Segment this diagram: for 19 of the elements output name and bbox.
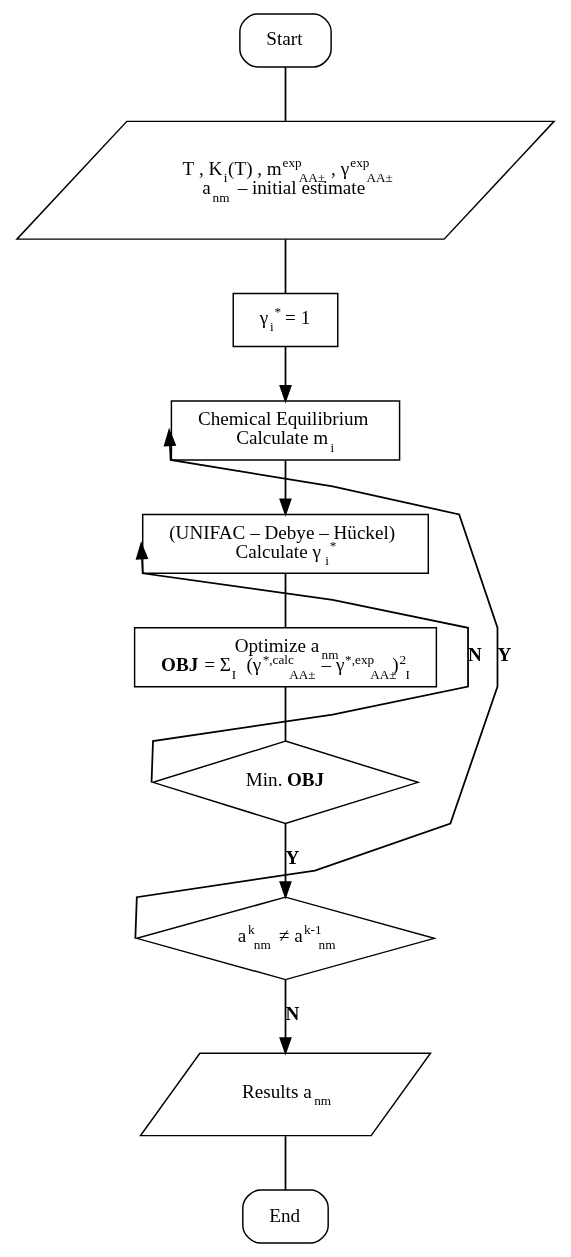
connector — [284, 1135, 287, 1191]
connector — [284, 686, 287, 742]
edge-label: Y — [497, 643, 512, 665]
node-box: End — [242, 1189, 329, 1244]
arrow — [279, 459, 292, 517]
node-box: Chemical Equilibrium Calculate m$_{i}$ — [170, 400, 401, 461]
node-box: Start — [239, 13, 332, 68]
node-box: γ$_{i}$$^{*}$ = 1 — [232, 292, 339, 348]
node-diamond: Min. OBJ — [150, 740, 421, 825]
arrow — [279, 978, 292, 1056]
arrow — [279, 346, 292, 404]
arrow — [279, 822, 292, 900]
connector — [284, 572, 287, 629]
edge-label: N — [285, 1002, 300, 1024]
connector — [284, 66, 287, 122]
arrow — [134, 427, 499, 940]
edge-label: Y — [285, 846, 300, 868]
connector — [284, 238, 287, 294]
arrow — [135, 541, 469, 784]
